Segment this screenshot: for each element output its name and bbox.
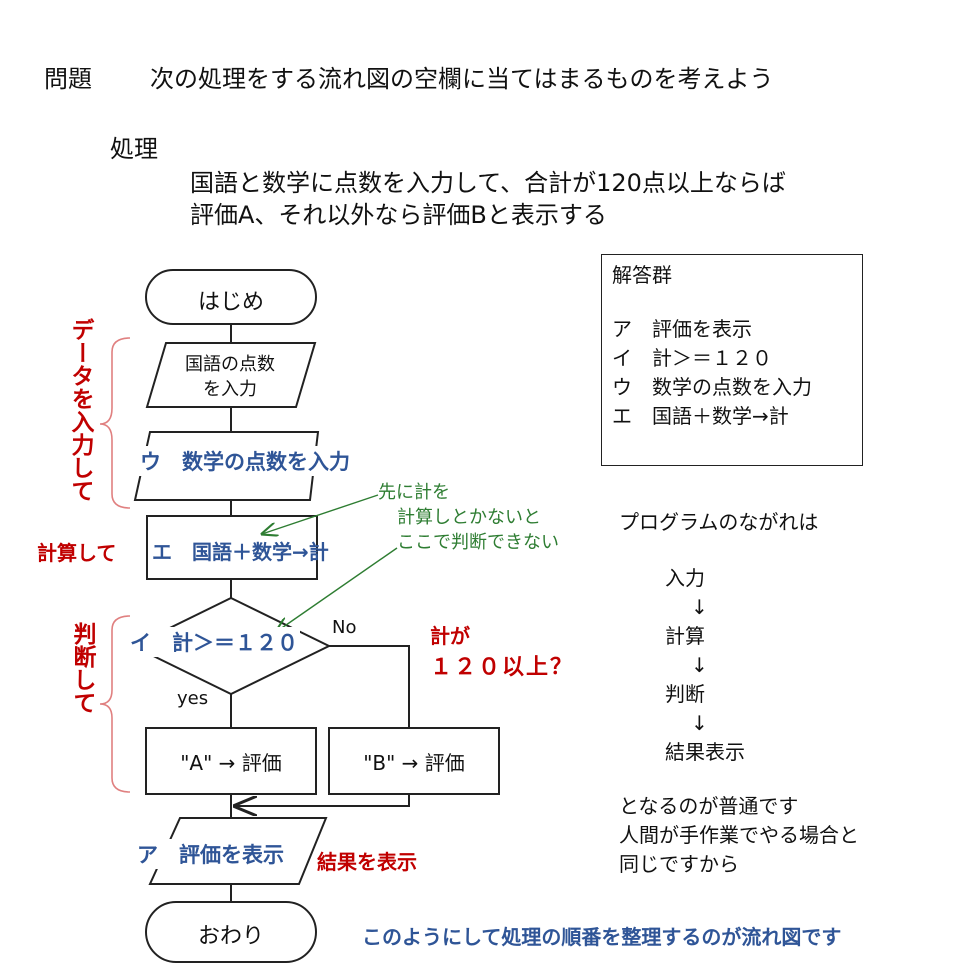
decision-label: イ 計＞＝１２０ <box>128 627 300 657</box>
input-kokugo-label: 国語の点数 を入力 <box>160 352 300 402</box>
flow-step: 判断 <box>665 682 705 706</box>
conclusion-line-2: 人間が手作業でやる場合と <box>619 823 859 847</box>
annotation-calc: 計算して <box>37 541 117 565</box>
down-arrow: ↓ <box>691 595 708 619</box>
assign-a-label: "A" → 評価 <box>180 751 282 775</box>
flow-step: 結果表示 <box>665 740 745 764</box>
answer-item: ウ 数学の点数を入力 <box>612 375 812 399</box>
output-label: ア 評価を表示 <box>135 839 286 869</box>
answer-group-title: 解答群 <box>612 263 672 287</box>
annotation-sum-q2: １２０以上？ <box>430 655 575 680</box>
note-line-1: 先に計を <box>378 482 450 503</box>
input-kokugo-line-2: を入力 <box>203 379 257 401</box>
conclusion-line-1: となるのが普通です <box>619 794 799 818</box>
annotation-sum-q1: 計が <box>430 624 470 648</box>
bracket-judge <box>99 615 131 793</box>
question-text: 次の処理をする流れ図の空欄に当てはまるものを考えよう <box>150 65 774 93</box>
assign-b-box <box>328 727 500 795</box>
process-line-2: 評価A、それ以外なら評価Bと表示する <box>190 201 607 229</box>
annotation-result: 結果を表示 <box>317 850 417 874</box>
conclusion-line-3: 同じですから <box>619 852 739 876</box>
note-line-3: ここで判断できない <box>397 532 559 553</box>
answer-list: ア 評価を表示 イ 計＞＝１２０ ウ 数学の点数を入力 エ 国語＋数学→計 <box>612 315 812 431</box>
assign-a-box <box>145 727 317 795</box>
question-label: 問題 <box>44 65 92 93</box>
down-arrow: ↓ <box>691 711 708 735</box>
input-kokugo-line-1: 国語の点数 <box>185 354 275 375</box>
flow-step: 入力 <box>665 566 705 590</box>
no-label: No <box>332 617 357 638</box>
process-line-1: 国語と数学に点数を入力して、合計が120点以上ならば <box>190 169 786 197</box>
end-label: おわり <box>197 924 264 949</box>
input-kokugo-shape <box>145 342 317 408</box>
bracket-data-input <box>99 337 131 509</box>
program-flow-steps: 入力 ↓ 計算 ↓ 判断 ↓ 結果表示 <box>665 564 745 767</box>
note-line-2: 計算しとかないと <box>397 507 541 528</box>
yes-label: yes <box>177 688 209 709</box>
input-sugaku-label: ウ 数学の点数を入力 <box>138 446 352 476</box>
process-heading: 処理 <box>110 135 158 163</box>
answer-group-box: 解答群 ア 評価を表示 イ 計＞＝１２０ ウ 数学の点数を入力 エ 国語＋数学→… <box>601 254 863 466</box>
answer-item: エ 国語＋数学→計 <box>612 404 789 428</box>
assign-b-label: "B" → 評価 <box>363 751 465 775</box>
program-flow-title: プログラムのながれは <box>619 510 819 534</box>
answer-item: ア 評価を表示 <box>612 317 752 341</box>
footer-summary: このようにして処理の順番を整理するのが流れ図です <box>362 925 842 949</box>
start-label: はじめ <box>197 290 264 315</box>
flow-step: 計算 <box>665 624 705 648</box>
down-arrow: ↓ <box>691 653 708 677</box>
answer-item: イ 計＞＝１２０ <box>612 346 772 370</box>
program-flow-conclusion: となるのが普通です 人間が手作業でやる場合と 同じですから <box>619 792 859 879</box>
annotation-judge: 判断して <box>69 622 95 714</box>
annotation-data-input: データを入力して <box>67 318 93 502</box>
calc-label: エ 国語＋数学→計 <box>152 540 329 564</box>
end-terminator <box>145 901 317 963</box>
